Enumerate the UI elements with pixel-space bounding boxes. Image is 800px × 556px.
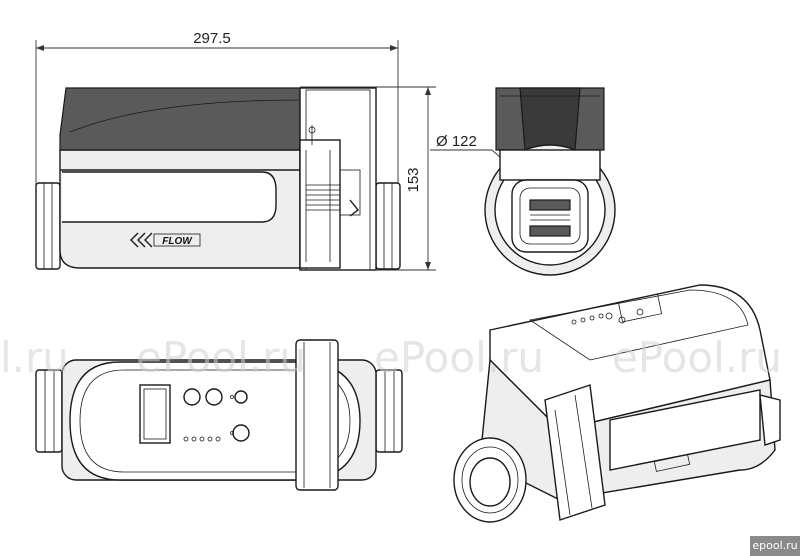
site-badge: epool.ru bbox=[750, 536, 800, 556]
top-right-fitting bbox=[375, 369, 403, 453]
iso-side-panel bbox=[609, 389, 761, 471]
front-view: Ø 122 bbox=[430, 87, 616, 276]
led-indicators bbox=[183, 436, 221, 442]
button-1-icon bbox=[183, 388, 201, 406]
watermark-text-1: l.ru bbox=[0, 333, 69, 382]
diameter-dimension-label: Ø 122 bbox=[436, 133, 477, 150]
top-clamp bbox=[295, 339, 339, 491]
flow-label: FLOW bbox=[162, 236, 193, 247]
height-dimension-label: 153 bbox=[405, 167, 422, 192]
top-view bbox=[35, 339, 403, 491]
display-screen bbox=[139, 384, 171, 444]
watermark-text-3: ePool.ru bbox=[374, 333, 544, 382]
iso-right-fitting bbox=[759, 394, 781, 446]
top-left-fitting bbox=[35, 369, 63, 453]
iso-clamp bbox=[544, 384, 606, 521]
button-3-icon bbox=[234, 390, 248, 404]
length-dimension: 297.5 bbox=[35, 30, 399, 190]
flow-arrow-icon: FLOW bbox=[130, 232, 201, 248]
button-4-icon bbox=[232, 424, 250, 442]
side-view: 297.5 153 FLO bbox=[35, 30, 436, 271]
top-cover bbox=[59, 87, 301, 151]
button-2-icon bbox=[205, 388, 223, 406]
left-fitting bbox=[35, 182, 61, 270]
side-panel bbox=[62, 171, 277, 223]
isometric-view bbox=[453, 284, 781, 523]
watermarks: l.ru ePool.ru ePool.ru ePool.ru bbox=[0, 333, 782, 382]
height-dimension: 153 bbox=[300, 86, 436, 271]
right-fitting bbox=[375, 182, 401, 270]
length-dimension-label: 297.5 bbox=[193, 30, 231, 47]
iso-flow-arrow-icon bbox=[653, 454, 691, 472]
watermark-text-2: ePool.ru bbox=[136, 333, 306, 382]
watermark-text-4: ePool.ru bbox=[612, 333, 782, 382]
